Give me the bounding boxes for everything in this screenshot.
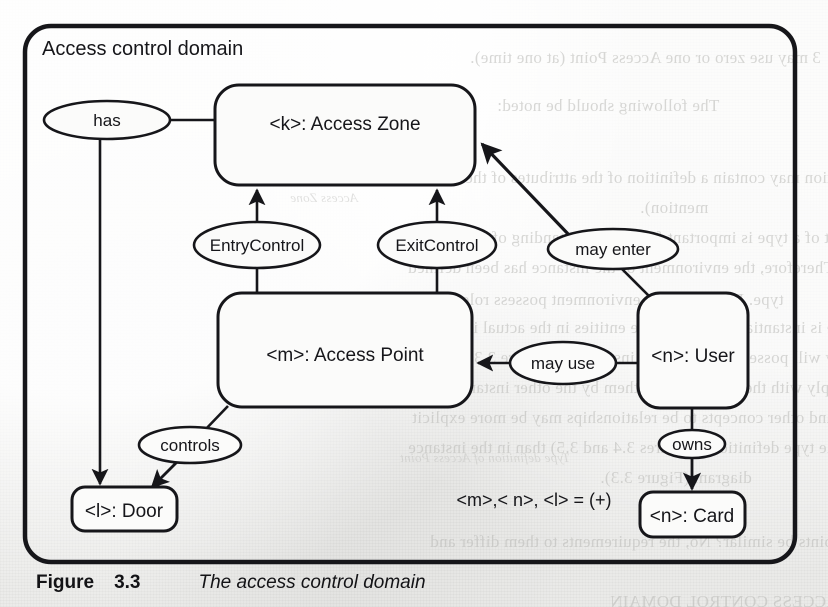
cardinality-formula: <m>,< n>, <l> = (+) (456, 490, 611, 510)
edge-may-enter-to-access-zone (480, 142, 572, 238)
caption-text: The access control domain (198, 572, 426, 593)
edges (91, 118, 702, 491)
caption-prefix: Figure (36, 572, 95, 593)
relationship-controls-label: controls (160, 436, 220, 455)
relationship-exitcontrol[interactable]: ExitControl (376, 220, 498, 270)
domain-title: Access control domain (42, 38, 243, 60)
relationship-entrycontrol-label: EntryControl (210, 236, 304, 255)
relationship-may-enter-label: may enter (575, 240, 651, 259)
edge-controls-to-door (150, 458, 181, 489)
relationship-may-enter[interactable]: may enter (546, 227, 680, 271)
node-access-point[interactable]: <m>: Access Point (216, 291, 474, 409)
relationship-may-use[interactable]: may use (508, 340, 618, 386)
relationship-owns[interactable]: owns (657, 428, 727, 460)
relationship-has-label: has (93, 111, 120, 130)
node-access-zone-label: <k>: Access Zone (269, 114, 420, 135)
relationship-may-use-label: may use (531, 354, 595, 373)
node-user-label: <n>: User (651, 346, 735, 367)
node-user[interactable]: <n>: User (636, 291, 750, 410)
caption-number: 3.3 (114, 572, 141, 593)
figure-caption: Figure 3.3 The access control domain (36, 566, 796, 600)
node-door-label: <l>: Door (85, 501, 164, 522)
node-card-label: <n>: Card (650, 506, 735, 527)
node-card[interactable]: <n>: Card (638, 490, 747, 539)
relationship-has[interactable]: has (42, 99, 172, 141)
relationship-owns-label: owns (672, 435, 712, 454)
edge-user-to-may-enter (619, 266, 650, 297)
relationship-entrycontrol[interactable]: EntryControl (192, 220, 322, 270)
node-door[interactable]: <l>: Door (70, 485, 179, 533)
node-access-zone[interactable]: <k>: Access Zone (213, 83, 477, 187)
domain-boundary: Access control domain (22, 23, 798, 565)
relationship-exitcontrol-label: ExitControl (395, 236, 478, 255)
relationship-controls[interactable]: controls (137, 425, 243, 465)
node-access-point-label: <m>: Access Point (266, 345, 424, 366)
